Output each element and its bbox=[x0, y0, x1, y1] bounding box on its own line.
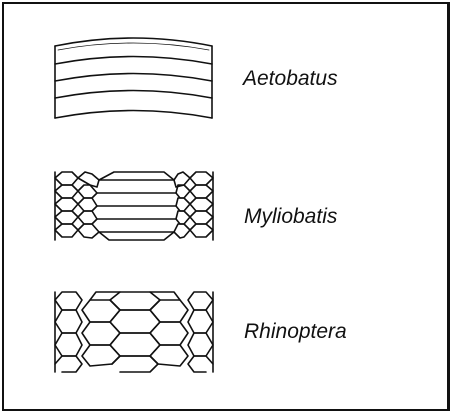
genus-label-aetobatus: Aetobatus bbox=[243, 68, 338, 89]
genus-label-myliobatis: Myliobatis bbox=[244, 206, 337, 227]
myliobatis-tooth-plate-drawing bbox=[55, 172, 213, 240]
aetobatus-tooth-plate-drawing bbox=[55, 38, 212, 118]
rhinoptera-tooth-plate-drawing bbox=[55, 292, 213, 372]
genus-label-rhinoptera: Rhinoptera bbox=[244, 321, 347, 342]
